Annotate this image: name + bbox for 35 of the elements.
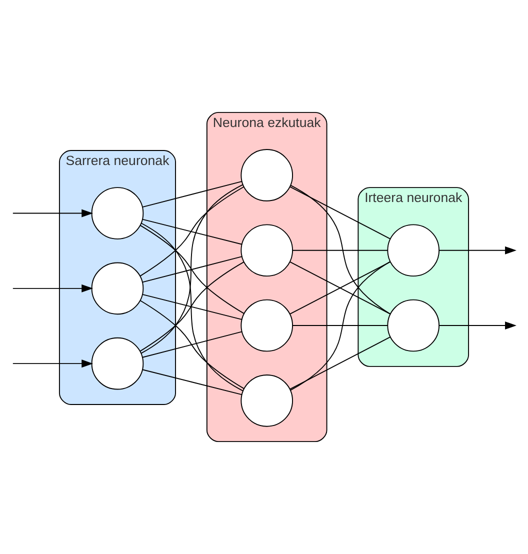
connector [142, 256, 242, 283]
connector [142, 294, 242, 320]
node-circle [387, 299, 440, 352]
cluster: Sarrera neuronak [58, 150, 176, 405]
connector [290, 184, 391, 314]
connector [140, 222, 244, 392]
cluster: Neurona ezkutuak [206, 112, 328, 442]
connector [140, 184, 244, 354]
connector [290, 186, 391, 240]
connector [140, 262, 244, 352]
arrow [12, 360, 94, 368]
arrow [438, 246, 516, 254]
node-circle [91, 337, 144, 390]
connector [142, 331, 242, 358]
connector [140, 186, 244, 277]
node-circle [240, 299, 294, 352]
cluster: Irteera neuronak [358, 187, 470, 367]
node-circle [91, 262, 144, 315]
node-circle [240, 374, 294, 427]
arrow [12, 284, 94, 292]
connector [140, 224, 245, 314]
arrow [12, 209, 94, 218]
connector [140, 300, 245, 390]
connector [142, 218, 242, 245]
arrow [438, 322, 516, 330]
node-circle [91, 187, 144, 240]
node-circle [240, 224, 294, 277]
node-circle [240, 149, 294, 202]
connector [290, 261, 391, 391]
connector [142, 369, 242, 396]
connector [292, 325, 388, 326]
connector [290, 336, 391, 390]
connector [142, 180, 242, 208]
node-circle [387, 224, 440, 277]
connector [292, 250, 388, 251]
